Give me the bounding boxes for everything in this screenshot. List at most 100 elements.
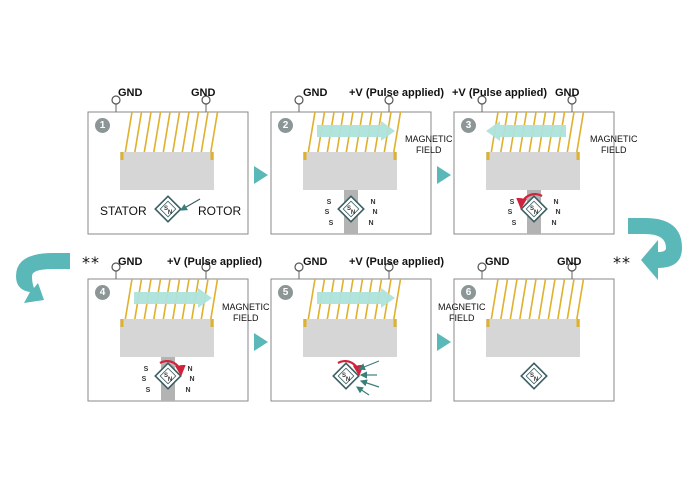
stator-terminal-tab bbox=[120, 319, 124, 327]
coil-wire bbox=[509, 278, 518, 322]
coil-wire bbox=[171, 111, 181, 155]
coil-wire bbox=[307, 111, 316, 155]
rotor-pole-n: N bbox=[346, 377, 350, 383]
coil-wire bbox=[124, 111, 133, 155]
rotor-core bbox=[342, 200, 360, 218]
stator-pole-n: N bbox=[551, 220, 556, 227]
coil-wire bbox=[575, 111, 585, 155]
field-line-arrow bbox=[359, 379, 380, 388]
motor-panel-6: SN bbox=[453, 262, 615, 402]
rotor-core bbox=[159, 200, 177, 218]
rotor-core bbox=[337, 367, 355, 385]
terminal-left bbox=[477, 95, 487, 105]
terminal-label-p5-left: GND bbox=[303, 256, 328, 268]
stator-terminal-tab bbox=[486, 152, 490, 160]
stator-pole-s: S bbox=[146, 387, 151, 394]
stator-pole-n: N bbox=[368, 220, 373, 227]
terminal-right bbox=[567, 262, 577, 272]
step-number-3: 3 bbox=[461, 118, 476, 133]
terminal-label-p6-right: GND bbox=[557, 256, 582, 268]
terminal-right bbox=[201, 262, 211, 272]
terminal-label-p4-left: GND bbox=[118, 256, 143, 268]
rotor-pole-n: N bbox=[351, 210, 355, 216]
stator-pole-n: N bbox=[187, 366, 192, 373]
connector-mark-right: ** bbox=[613, 253, 631, 272]
magnetic-field-line2: FIELD bbox=[416, 145, 442, 155]
rotor-diamond bbox=[337, 195, 365, 223]
rotor-pole-s: S bbox=[342, 373, 346, 379]
terminal-left bbox=[111, 95, 121, 105]
terminal-left bbox=[111, 262, 121, 272]
coil-wire bbox=[490, 278, 499, 322]
stator-pole-s: S bbox=[144, 366, 149, 373]
field-line-arrow bbox=[356, 386, 370, 396]
stator-pole-s: S bbox=[508, 209, 513, 216]
field-arrow bbox=[134, 288, 212, 308]
rotation-arrow bbox=[159, 360, 186, 377]
coil-wire bbox=[181, 111, 190, 155]
coil-wire bbox=[209, 278, 219, 322]
step-number-2: 2 bbox=[278, 118, 293, 133]
stator-pole-s: S bbox=[327, 199, 332, 206]
stator-pole-n: N bbox=[185, 387, 190, 394]
coil-wire bbox=[547, 278, 556, 322]
flow-arrow-1-2 bbox=[254, 166, 268, 184]
field-arrow bbox=[486, 121, 566, 141]
rotor-pole-n: N bbox=[168, 377, 172, 383]
terminal-label-p2-right: +V (Pulse applied) bbox=[349, 87, 445, 99]
stator-terminal-tab bbox=[210, 319, 214, 327]
stator-terminal-tab bbox=[303, 319, 307, 327]
stator-label: STATOR bbox=[100, 204, 147, 218]
coil-wire bbox=[152, 111, 162, 155]
wrap-arrow-right bbox=[628, 218, 682, 280]
rotation-arrow bbox=[516, 193, 543, 210]
motor-panel-1: SN bbox=[87, 95, 249, 235]
stator-pole-n: N bbox=[553, 199, 558, 206]
rotor-pole-s: S bbox=[530, 373, 534, 379]
rotor-core bbox=[525, 367, 543, 385]
stator-pole-s: S bbox=[510, 199, 515, 206]
stator-block bbox=[486, 319, 580, 357]
wrap-arrow-left bbox=[16, 253, 70, 303]
coil-wire bbox=[392, 111, 402, 155]
terminal-left bbox=[477, 262, 487, 272]
magnetic-field-label-p3: MAGNETIC FIELD bbox=[590, 134, 638, 156]
rotor-diamond bbox=[520, 195, 548, 223]
flow-arrow-2-3 bbox=[437, 166, 451, 184]
terminal-left bbox=[294, 262, 304, 272]
terminal-label-p5-right: +V (Pulse applied) bbox=[349, 256, 445, 268]
stator-pole-n: N bbox=[370, 199, 375, 206]
terminal-label-p6-left: GND bbox=[485, 256, 510, 268]
rotor-diamond bbox=[520, 362, 548, 390]
terminal-right bbox=[567, 95, 577, 105]
terminal-label-p1-right: GND bbox=[191, 87, 216, 99]
stator-block bbox=[303, 152, 397, 190]
rotor-pole-n: N bbox=[534, 210, 538, 216]
field-arrow bbox=[317, 121, 395, 141]
terminal-label-p4-right: +V (Pulse applied) bbox=[167, 256, 263, 268]
stator-terminal-tab bbox=[120, 152, 124, 160]
stator-block bbox=[120, 152, 214, 190]
rotor-pole-s: S bbox=[164, 373, 168, 379]
magnetic-field-line1: MAGNETIC bbox=[222, 302, 270, 312]
motor-panel-5: SN bbox=[270, 262, 432, 402]
rotor-core bbox=[525, 200, 543, 218]
stator-pole-s: S bbox=[329, 220, 334, 227]
stator-pole-n: N bbox=[372, 209, 377, 216]
step-number-1: 1 bbox=[95, 118, 110, 133]
terminal-right bbox=[384, 95, 394, 105]
stator-terminal-tab bbox=[576, 152, 580, 160]
rotor-pole-s: S bbox=[347, 206, 351, 212]
step-number-4: 4 bbox=[95, 285, 110, 300]
terminal-left bbox=[294, 95, 304, 105]
coil-wire bbox=[307, 278, 316, 322]
stator-block bbox=[303, 319, 397, 357]
rotor-pointer-arrow bbox=[179, 198, 201, 211]
stator-pole-n: N bbox=[189, 376, 194, 383]
coil-wire bbox=[499, 278, 509, 322]
rotor-diamond bbox=[154, 362, 182, 390]
terminal-right bbox=[384, 262, 394, 272]
